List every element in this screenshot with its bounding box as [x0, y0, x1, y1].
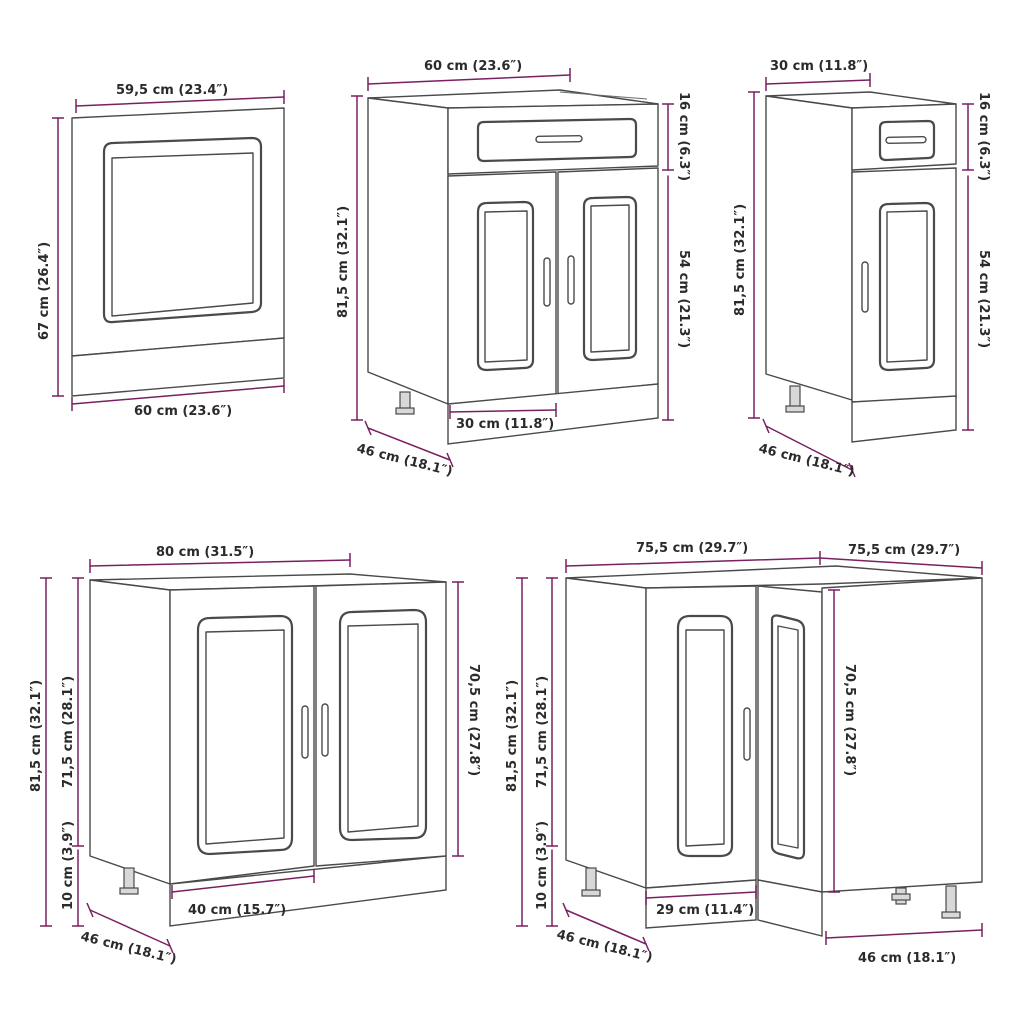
drawer-cabinet-60-drawer-height-label: 16 cm (6.3″) [676, 92, 691, 181]
sink-cabinet-width-label: 80 cm (31.5″) [156, 545, 254, 560]
drawer-cabinet-60-width-label: 60 cm (23.6″) [424, 59, 522, 74]
corner-cabinet-right-depth-label: 46 cm (18.1″) [858, 951, 956, 966]
sink-cabinet-80 [89, 573, 447, 927]
oven-panel-dimensions: 59,5 cm (23.4″) 67 cm (26.4″) 60 cm (23.… [37, 83, 285, 419]
sink-cabinet-plinth-height-label: 10 cm (3.9″) [61, 821, 76, 910]
corner-cabinet-door-height-label: 70,5 cm (27.8″) [842, 664, 857, 776]
drawer-cabinet-60-door-height-label: 54 cm (21.3″) [676, 250, 691, 348]
oven-panel-cabinet [71, 107, 285, 397]
corner-cabinet-left-width-label: 75,5 cm (29.7″) [636, 541, 748, 556]
corner-cabinet-right-width-label: 75,5 cm (29.7″) [848, 543, 960, 558]
drawer-cabinet-30-height-label: 81,5 cm (32.1″) [733, 204, 748, 316]
oven-panel-height-label: 67 cm (26.4″) [37, 242, 52, 340]
corner-cabinet-body-height-label: 71,5 cm (28.1″) [535, 676, 550, 788]
oven-panel-bottom-width-label: 60 cm (23.6″) [134, 404, 232, 419]
drawer-cabinet-60-depth-label: 46 cm (18.1″) [355, 441, 454, 479]
corner-cabinet [565, 565, 983, 937]
drawer-cabinet-60 [367, 89, 659, 445]
corner-cabinet-door-width-label: 29 cm (11.4″) [656, 903, 754, 918]
sink-cabinet-depth-label: 46 cm (18.1″) [79, 929, 178, 967]
drawer-cabinet-60-door-width-label: 30 cm (11.8″) [456, 417, 554, 432]
drawer-cabinet-30-width-label: 30 cm (11.8″) [770, 59, 868, 74]
drawer-cabinet-30 [765, 91, 957, 443]
sink-cabinet-door-height-label: 70,5 cm (27.8″) [466, 664, 481, 776]
corner-cabinet-height-label: 81,5 cm (32.1″) [505, 680, 520, 792]
corner-cabinet-plinth-height-label: 10 cm (3.9″) [535, 821, 550, 910]
corner-cabinet-left-depth-label: 46 cm (18.1″) [555, 927, 654, 965]
sink-cabinet-body-height-label: 71,5 cm (28.1″) [61, 676, 76, 788]
oven-panel-top-width-label: 59,5 cm (23.4″) [116, 83, 228, 98]
sink-cabinet-height-label: 81,5 cm (32.1″) [29, 680, 44, 792]
corner-cabinet-dimensions: 75,5 cm (29.7″) 75,5 cm (29.7″) 81,5 cm … [505, 541, 983, 966]
drawer-cabinet-60-height-label: 81,5 cm (32.1″) [336, 206, 351, 318]
sink-cabinet-door-width-label: 40 cm (15.7″) [188, 903, 286, 918]
drawer-cabinet-30-door-height-label: 54 cm (21.3″) [976, 250, 991, 348]
drawer-cabinet-30-drawer-height-label: 16 cm (6.3″) [976, 92, 991, 181]
